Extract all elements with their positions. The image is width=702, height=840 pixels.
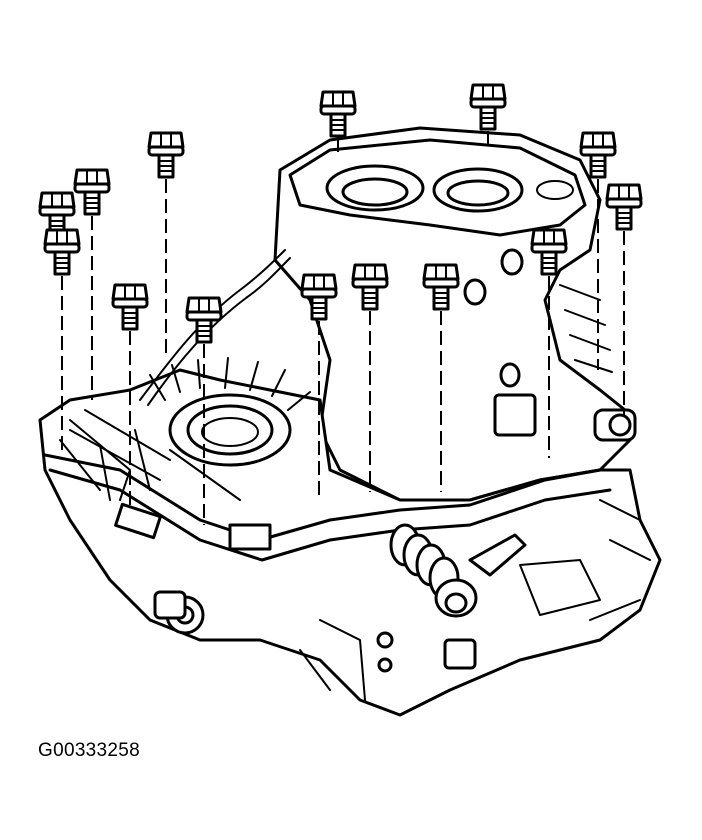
bolt-icon [300,273,338,500]
bolt-icon [469,83,507,150]
bolt-icon [43,228,81,455]
bolt-icon [73,168,111,400]
figure-id-label: G00333258 [38,740,141,761]
transaxle-housing [38,126,662,717]
bolts [38,83,643,525]
bolt-icon [422,263,460,492]
bolt-icon [605,183,643,415]
bolt-icon [530,228,568,458]
shift-boot [389,523,527,618]
bolt-icon [579,131,617,370]
bolt-icon [319,90,357,155]
bolt-icon [147,131,185,355]
bolt-icon [351,263,389,492]
bolt-icon [185,296,223,525]
bolt-icon [111,283,149,510]
